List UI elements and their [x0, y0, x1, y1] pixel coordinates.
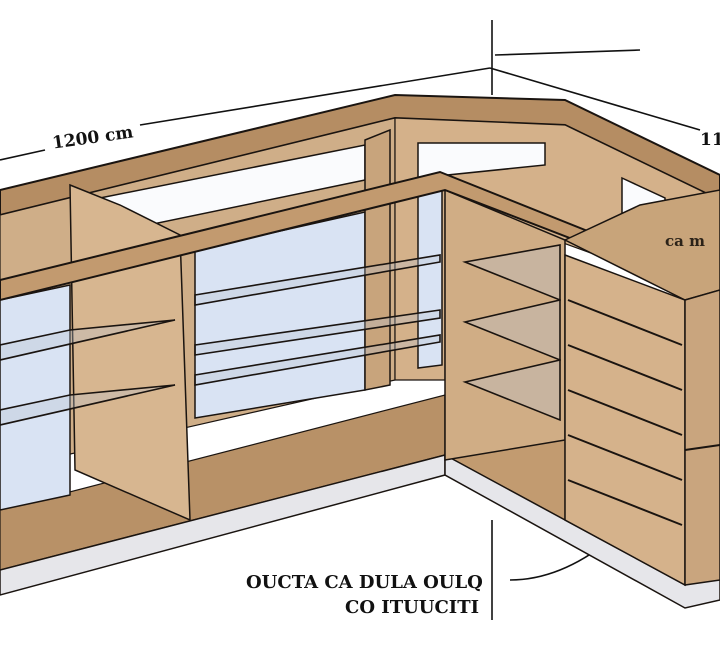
dimension-lines: [0, 20, 701, 620]
window-back-right: [417, 142, 546, 179]
callout-line-2: CO ITUUCITI: [345, 597, 480, 618]
divider-left: [69, 183, 191, 522]
glass-shelves: [0, 244, 561, 426]
callout-line-1: OUCTA CA DULA OULQ: [246, 572, 483, 593]
back-panel-right: [394, 117, 720, 381]
cabinet-side: [684, 289, 720, 586]
cabinet-top: [563, 189, 720, 301]
drawer-lines: [567, 299, 720, 526]
right-dimension-label: 11: [700, 130, 720, 150]
cabinet-label: ca m: [665, 232, 705, 250]
